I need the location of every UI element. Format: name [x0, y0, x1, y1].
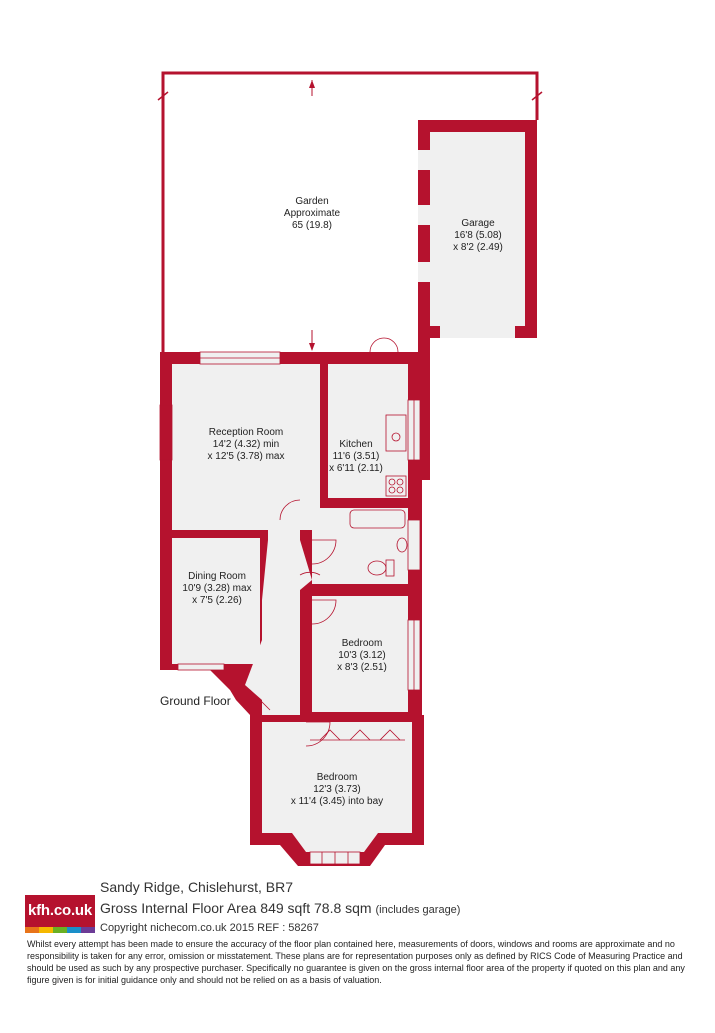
floor-area-main: Gross Internal Floor Area 849 sqft 78.8 …	[100, 900, 372, 916]
sink-unit	[385, 414, 407, 452]
floor-area-note: (includes garage)	[375, 904, 461, 916]
windows	[159, 351, 421, 865]
garden-line2: Approximate	[284, 208, 341, 219]
garden-boundary	[157, 71, 543, 352]
garage-name: Garage	[461, 218, 495, 229]
room-labels: Garden Approximate 65 (19.8) Garage 16'8…	[160, 196, 503, 807]
property-address: Sandy Ridge, Chislehurst, BR7	[100, 879, 293, 895]
garden-dims: 65 (19.8)	[292, 220, 332, 231]
logo-color-strip	[25, 927, 95, 933]
floor-label: Ground Floor	[160, 694, 231, 708]
dining-name: Dining Room	[188, 571, 246, 582]
bedroom2-name: Bedroom	[317, 772, 358, 783]
bedroom2-dims2: x 11'4 (3.45) into bay	[291, 796, 383, 807]
disclaimer: Whilst every attempt has been made to en…	[27, 939, 685, 985]
bedroom1-dims1: 10'3 (3.12)	[338, 650, 386, 661]
hob	[385, 475, 407, 497]
garage-dims2: x 8'2 (2.49)	[453, 242, 503, 253]
dining-dims1: 10'9 (3.28) max	[182, 583, 251, 594]
kitchen-name: Kitchen	[339, 439, 372, 450]
reception-dims1: 14'2 (4.32) min	[213, 439, 279, 450]
bedroom2-dims1: 12'3 (3.73)	[313, 784, 361, 795]
garden-name: Garden	[295, 196, 328, 207]
fixtures	[249, 337, 408, 747]
bedroom1-dims2: x 8'3 (2.51)	[337, 662, 387, 673]
bedroom1-name: Bedroom	[342, 638, 383, 649]
copyright: Copyright nichecom.co.uk 2015 REF : 5826…	[100, 922, 319, 934]
garage	[418, 120, 537, 338]
bath-door-swing	[311, 539, 337, 565]
reception-name: Reception Room	[209, 427, 283, 438]
footer: kfh.co.uk Sandy Ridge, Chislehurst, BR7 …	[0, 875, 715, 1033]
rear-door-swing	[369, 337, 399, 353]
garage-dims1: 16'8 (5.08)	[454, 230, 502, 241]
bath	[349, 509, 406, 529]
kfh-logo[interactable]: kfh.co.uk	[25, 895, 95, 935]
floor-plan: Garden Approximate 65 (19.8) Garage 16'8…	[157, 71, 543, 866]
logo-text: kfh.co.uk	[25, 895, 95, 927]
floor-area: Gross Internal Floor Area 849 sqft 78.8 …	[100, 900, 460, 916]
kitchen-dims2: x 6'11 (2.11)	[329, 463, 383, 474]
house-walls	[160, 338, 430, 866]
hall-door-swing	[279, 499, 301, 521]
reception-dims2: x 12'5 (3.78) max	[208, 451, 285, 462]
dining-dims2: x 7'5 (2.26)	[192, 595, 242, 606]
kitchen-dims1: 11'6 (3.51)	[333, 451, 380, 462]
basin	[396, 537, 408, 553]
